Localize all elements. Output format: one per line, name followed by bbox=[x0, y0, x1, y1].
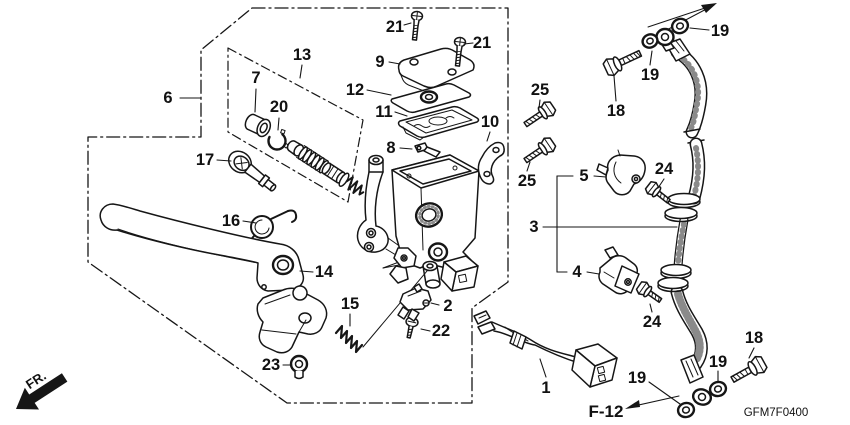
callout-leader-25 bbox=[538, 99, 541, 109]
part-callout-19: 19 bbox=[709, 353, 727, 371]
part-callout-9: 9 bbox=[375, 53, 384, 71]
part-callout-24: 24 bbox=[655, 160, 674, 178]
part-callout-1: 1 bbox=[541, 379, 550, 397]
callout-leader-19 bbox=[648, 381, 681, 405]
callout-leader-21 bbox=[403, 22, 412, 26]
part-18-oil-bolt-top bbox=[602, 49, 643, 77]
part-callout-15: 15 bbox=[341, 295, 359, 313]
part-callout-6: 6 bbox=[163, 89, 172, 107]
part-callout-14: 14 bbox=[315, 263, 334, 281]
part-callout-4: 4 bbox=[572, 263, 582, 281]
continuation-arrow bbox=[647, 3, 717, 34]
part-callout-19: 19 bbox=[641, 66, 659, 84]
callout-leader-22 bbox=[420, 328, 431, 332]
part-callout-19: 19 bbox=[628, 369, 646, 387]
part-3-brake-hose bbox=[655, 27, 713, 406]
front-direction-arrow: FR. bbox=[16, 368, 68, 410]
part-callout-24: 24 bbox=[643, 313, 662, 331]
callouts-layer: 1234567891011121314151617181819191919202… bbox=[163, 18, 763, 405]
callout-leader-9 bbox=[388, 61, 401, 65]
callout-leader-21 bbox=[463, 42, 474, 45]
part-23-pivot-nut bbox=[289, 354, 309, 380]
part-callout-25: 25 bbox=[531, 81, 549, 99]
callout-leader-24 bbox=[657, 178, 665, 189]
part-17-pivot-bolt bbox=[227, 150, 277, 192]
callout-leader-7 bbox=[254, 88, 257, 113]
part-callout-17: 17 bbox=[196, 151, 214, 169]
part-18-oil-bolt-bottom bbox=[730, 355, 768, 383]
part-7-boot bbox=[244, 113, 272, 138]
part-callout-21: 21 bbox=[473, 34, 491, 52]
callout-leader-8 bbox=[399, 147, 413, 150]
part-5-hose-clamp bbox=[596, 149, 646, 196]
callout-leader-5 bbox=[593, 175, 607, 178]
part-callout-19: 19 bbox=[711, 22, 729, 40]
part-10-clamp-half bbox=[477, 141, 505, 185]
callout-leader-4 bbox=[586, 271, 600, 275]
part-24-bolts bbox=[635, 181, 671, 304]
callout-leader-13 bbox=[299, 64, 303, 79]
part-16-lever-spring bbox=[246, 209, 298, 245]
part-callout-25: 25 bbox=[518, 172, 536, 190]
hose-grommets bbox=[657, 192, 701, 293]
lever-bracket bbox=[256, 285, 328, 354]
callout-leader-24 bbox=[649, 303, 653, 313]
callout-leader-2 bbox=[430, 302, 440, 306]
part-callout-3: 3 bbox=[529, 218, 538, 236]
part-9-reservoir-cap bbox=[397, 47, 475, 92]
callout-leader-18 bbox=[613, 75, 617, 102]
part-callout-16: 16 bbox=[222, 212, 240, 230]
part-25-bolts bbox=[523, 101, 557, 164]
callout-leader-11 bbox=[394, 111, 408, 117]
part-callout-10: 10 bbox=[481, 113, 499, 131]
callout-leader-19 bbox=[689, 27, 710, 31]
part-12-cap-plate bbox=[390, 82, 472, 114]
part-callout-2: 2 bbox=[443, 297, 452, 315]
part-19-washers bbox=[641, 17, 728, 419]
part-callout-11: 11 bbox=[375, 103, 392, 121]
part-callout-20: 20 bbox=[270, 98, 288, 116]
part-14-brake-lever bbox=[99, 203, 305, 292]
callout-leader-17 bbox=[216, 159, 232, 162]
part-callout-8: 8 bbox=[386, 139, 395, 157]
part-callout-5: 5 bbox=[579, 167, 588, 185]
part-4-hose-clamp bbox=[598, 246, 640, 295]
part-1-switch-harness bbox=[473, 310, 618, 388]
part-2-stop-switch bbox=[397, 283, 432, 322]
page-ref-label: F-12 bbox=[589, 402, 624, 421]
phantom-boundary-line bbox=[87, 7, 509, 404]
part-callout-18: 18 bbox=[607, 102, 625, 120]
part-13-piston-set bbox=[286, 140, 365, 196]
callout-leader-14 bbox=[299, 270, 314, 273]
callout-leader-1 bbox=[539, 358, 547, 378]
part-8-clip bbox=[414, 142, 441, 158]
part-15-spring bbox=[334, 324, 364, 354]
part-callout-13: 13 bbox=[293, 46, 311, 64]
part-callout-21: 21 bbox=[386, 18, 404, 36]
callout-leader-20 bbox=[277, 117, 280, 131]
part-21-screws bbox=[410, 10, 467, 67]
callout-leader-25 bbox=[526, 161, 531, 172]
part-callout-7: 7 bbox=[251, 69, 260, 87]
callout-leader-18 bbox=[748, 347, 755, 359]
callout-leader-10 bbox=[486, 131, 491, 142]
diagram-code: GFM7F0400 bbox=[744, 407, 809, 419]
callout-leader-19 bbox=[649, 50, 653, 66]
part-master-cylinder-body bbox=[356, 154, 480, 292]
kit-13-boundary bbox=[227, 47, 364, 203]
part-callout-12: 12 bbox=[346, 81, 364, 99]
part-callout-22: 22 bbox=[432, 322, 450, 340]
part-11-diaphragm bbox=[397, 105, 480, 141]
callout-leader-12 bbox=[366, 89, 392, 96]
part-callout-18: 18 bbox=[745, 329, 763, 347]
part-callout-23: 23 bbox=[262, 356, 280, 374]
callout-leader-16 bbox=[242, 220, 257, 224]
